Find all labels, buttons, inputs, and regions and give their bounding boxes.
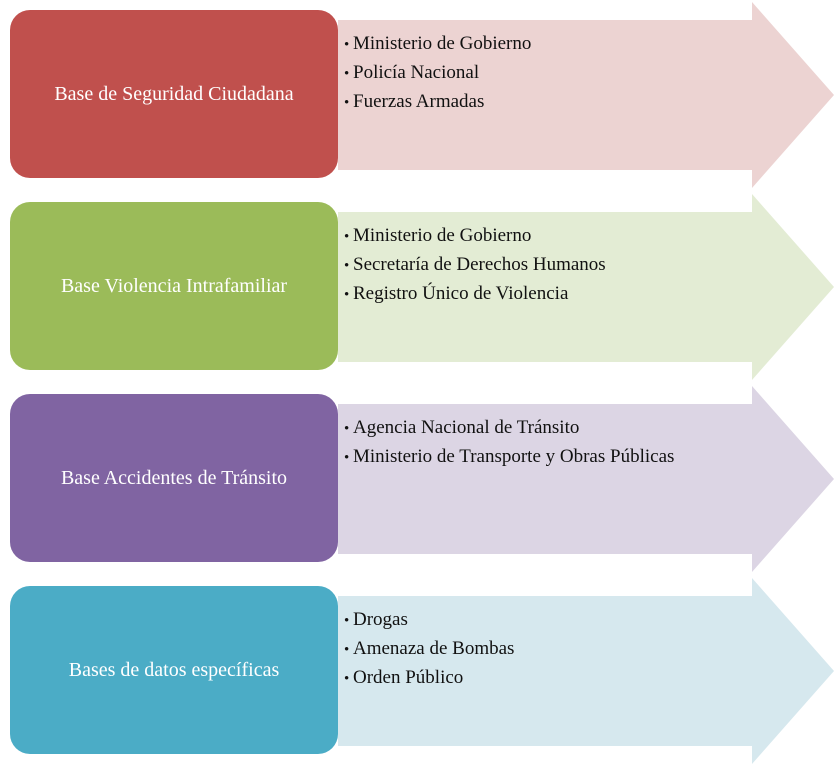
item-text: Amenaza de Bombas <box>353 638 515 659</box>
bullet-icon: • <box>344 229 350 245</box>
arrow-shape <box>338 386 834 572</box>
bullet-icon: • <box>344 66 350 82</box>
list-item: •Drogas <box>344 606 514 635</box>
list-item: •Ministerio de Gobierno <box>344 30 531 59</box>
item-text: Ministerio de Transporte y Obras Pública… <box>353 446 675 467</box>
list-item: •Ministerio de Gobierno <box>344 222 606 251</box>
bullet-icon: • <box>344 37 350 53</box>
list-item: •Fuerzas Armadas <box>344 88 531 117</box>
row-accidentes-transito: Base Accidentes de Tránsito •Agencia Nac… <box>0 384 834 574</box>
item-text: Ministerio de Gobierno <box>353 225 532 246</box>
bullet-icon: • <box>344 613 350 629</box>
row-title-box: Base Violencia Intrafamiliar <box>10 202 338 370</box>
item-text: Orden Público <box>353 667 464 688</box>
arrow-shape <box>338 2 834 188</box>
list-item: •Secretaría de Derechos Humanos <box>344 251 606 280</box>
bullet-icon: • <box>344 258 350 274</box>
row-title-box: Base Accidentes de Tránsito <box>10 394 338 562</box>
list-item: •Amenaza de Bombas <box>344 635 514 664</box>
bullet-icon: • <box>344 95 350 111</box>
row-title-box: Base de Seguridad Ciudadana <box>10 10 338 178</box>
item-text: Ministerio de Gobierno <box>353 33 532 54</box>
arrow-shape <box>338 578 834 764</box>
row-title-box: Bases de datos específicas <box>10 586 338 754</box>
list-item: •Ministerio de Transporte y Obras Públic… <box>344 443 674 472</box>
bullet-icon: • <box>344 287 350 303</box>
row-seguridad-ciudadana: Base de Seguridad Ciudadana •Ministerio … <box>0 0 834 190</box>
item-text: Fuerzas Armadas <box>353 91 485 112</box>
bullet-icon: • <box>344 671 350 687</box>
list-item: •Orden Público <box>344 664 514 693</box>
row-violencia-intrafamiliar: Base Violencia Intrafamiliar •Ministerio… <box>0 192 834 382</box>
item-text: Agencia Nacional de Tránsito <box>353 417 580 438</box>
item-text: Registro Único de Violencia <box>353 283 569 304</box>
list-item: •Agencia Nacional de Tránsito <box>344 414 674 443</box>
bullet-icon: • <box>344 421 350 437</box>
item-list: •Ministerio de Gobierno •Secretaría de D… <box>344 222 606 309</box>
row-bases-especificas: Bases de datos específicas •Drogas •Amen… <box>0 576 834 766</box>
item-text: Policía Nacional <box>353 62 480 83</box>
bullet-icon: • <box>344 642 350 658</box>
item-text: Drogas <box>353 609 408 630</box>
bullet-icon: • <box>344 450 350 466</box>
list-item: •Policía Nacional <box>344 59 531 88</box>
list-item: •Registro Único de Violencia <box>344 280 606 309</box>
item-list: •Drogas •Amenaza de Bombas •Orden Públic… <box>344 606 514 693</box>
arrow-shape <box>338 194 834 380</box>
item-text: Secretaría de Derechos Humanos <box>353 254 606 275</box>
item-list: •Agencia Nacional de Tránsito •Ministeri… <box>344 414 674 472</box>
item-list: •Ministerio de Gobierno •Policía Naciona… <box>344 30 531 117</box>
